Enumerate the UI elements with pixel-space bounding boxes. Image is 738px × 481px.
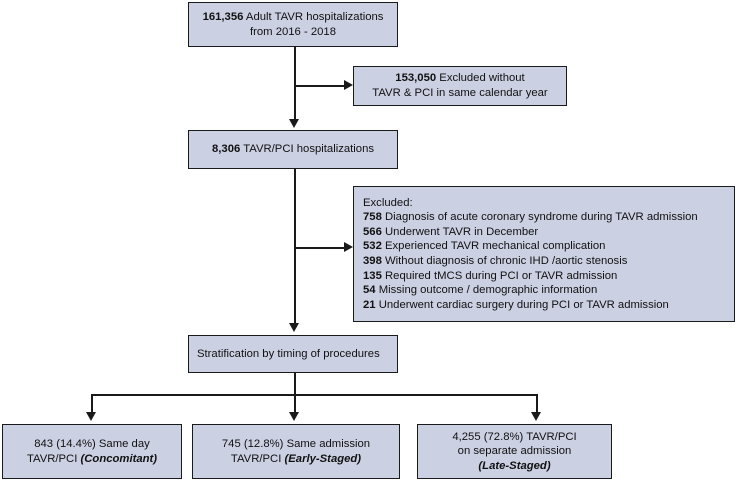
node-tavr-pci-cohort: 8,306 TAVR/PCI hospitalizations xyxy=(188,130,398,169)
exclusion-item-count: 54 xyxy=(363,284,376,297)
exclusion-item-reason: Underwent TAVR in December xyxy=(385,225,539,238)
group-line2: TAVR/PCI (Early-Staged) xyxy=(201,452,391,467)
exclusion-item: 758 Diagnosis of acute coronary syndrome… xyxy=(363,210,734,225)
connector-branch-excluded-no-same-year xyxy=(294,85,346,87)
arrowhead-to-stratification xyxy=(289,323,299,332)
arrowhead-to-exclusion-list xyxy=(344,242,353,252)
exclusion-item: 566 Underwent TAVR in December xyxy=(363,225,734,240)
excluded-no-same-year-count: 153,050 xyxy=(395,72,437,85)
exclusion-item-count: 758 xyxy=(363,211,382,224)
exclusion-item-count: 135 xyxy=(363,269,382,282)
tavr-pci-cohort-rest: TAVR/PCI hospitalizations xyxy=(240,143,375,156)
cohort-total-line2: from 2016 - 2018 xyxy=(249,25,337,38)
node-group-concomitant: 843 (14.4%) Same day TAVR/PCI (Concomita… xyxy=(2,424,182,479)
node-exclusion-list: Excluded: 758 Diagnosis of acute coronar… xyxy=(353,186,735,322)
exclusion-item-count: 398 xyxy=(363,255,382,267)
exclusion-item-reason: Missing outcome / demographic informatio… xyxy=(378,284,598,297)
arrowhead-to-group-concomitant xyxy=(86,412,96,421)
connector-drop-concomitant xyxy=(91,394,93,414)
exclusion-item: 532 Experienced TAVR mechanical complica… xyxy=(363,239,734,254)
exclusion-item: 21 Underwent cardiac surgery during PCI … xyxy=(363,298,734,313)
node-excluded-no-same-year: 153,050 Excluded without TAVR & PCI in s… xyxy=(353,66,567,106)
group-line2-plain: TAVR/PCI xyxy=(230,452,285,465)
exclusion-item-count: 566 xyxy=(363,225,382,238)
connector-branch-exclusion-list xyxy=(294,247,346,249)
excluded-no-same-year-line2: TAVR & PCI in same calendar year xyxy=(372,87,548,99)
group-line3-italic: (Late-Staged) xyxy=(478,459,551,472)
arrowhead-to-tavr-pci-cohort xyxy=(289,119,299,128)
excluded-no-same-year-line1-rest: Excluded without xyxy=(436,72,525,85)
node-cohort-total: 161,356 Adult TAVR hospitalizations from… xyxy=(188,2,398,47)
tavr-pci-cohort-count: 8,306 xyxy=(211,143,241,156)
group-line1: 4,255 (72.8%) TAVR/PCI xyxy=(452,430,577,443)
node-stratification: Stratification by timing of procedures xyxy=(188,335,398,373)
group-line2-plain: TAVR/PCI xyxy=(26,452,81,465)
exclusion-item: 398 Without diagnosis of chronic IHD /ao… xyxy=(363,254,734,269)
arrowhead-to-group-early-staged xyxy=(289,412,299,421)
exclusion-item-reason: Without diagnosis of chronic IHD /aortic… xyxy=(385,255,628,267)
connector-drop-early-staged xyxy=(294,394,296,414)
connector-drop-late-staged xyxy=(536,394,538,414)
connector-trunk-bottom xyxy=(294,373,296,396)
exclusion-item-reason: Underwent cardiac surgery during PCI or … xyxy=(378,298,669,311)
exclusion-item-count: 21 xyxy=(363,298,376,311)
excluded-no-same-year-line1: 153,050 Excluded without xyxy=(362,71,558,86)
exclusion-item-reason: Required tMCS during PCI or TAVR admissi… xyxy=(385,269,618,282)
node-group-late-staged: 4,255 (72.8%) TAVR/PCI on separate admis… xyxy=(417,424,612,479)
group-line2: on separate admission xyxy=(457,445,572,458)
stratification-label: Stratification by timing of procedures xyxy=(197,347,380,360)
tavr-pci-cohort-line: 8,306 TAVR/PCI hospitalizations xyxy=(197,142,389,157)
exclusion-item: 54 Missing outcome / demographic informa… xyxy=(363,283,734,298)
arrowhead-to-excluded-no-same-year xyxy=(344,80,353,90)
cohort-total-line1: 161,356 Adult TAVR hospitalizations xyxy=(197,10,389,25)
node-group-early-staged: 745 (12.8%) Same admission TAVR/PCI (Ear… xyxy=(192,424,400,479)
cohort-total-count: 161,356 xyxy=(202,10,244,23)
group-line2-italic: (Concomitant) xyxy=(80,452,158,465)
connector-split-bar xyxy=(92,394,538,396)
group-line3: (Late-Staged) xyxy=(426,459,603,474)
group-line1: 745 (12.8%) Same admission xyxy=(221,437,371,450)
group-line1: 843 (14.4%) Same day xyxy=(34,437,150,450)
exclusion-item-count: 532 xyxy=(363,240,382,253)
exclusion-item-reason: Diagnosis of acute coronary syndrome dur… xyxy=(385,211,698,224)
cohort-total-line1-rest: Adult TAVR hospitalizations xyxy=(243,10,384,23)
group-line2-italic: (Early-Staged) xyxy=(284,452,362,465)
exclusion-item-reason: Experienced TAVR mechanical complication xyxy=(385,240,606,253)
group-line2: TAVR/PCI (Concomitant) xyxy=(11,452,173,467)
exclusion-item: 135 Required tMCS during PCI or TAVR adm… xyxy=(363,269,734,284)
connector-trunk-top xyxy=(294,47,296,121)
exclusion-heading: Excluded: xyxy=(363,196,413,209)
arrowhead-to-group-late-staged xyxy=(531,412,541,421)
